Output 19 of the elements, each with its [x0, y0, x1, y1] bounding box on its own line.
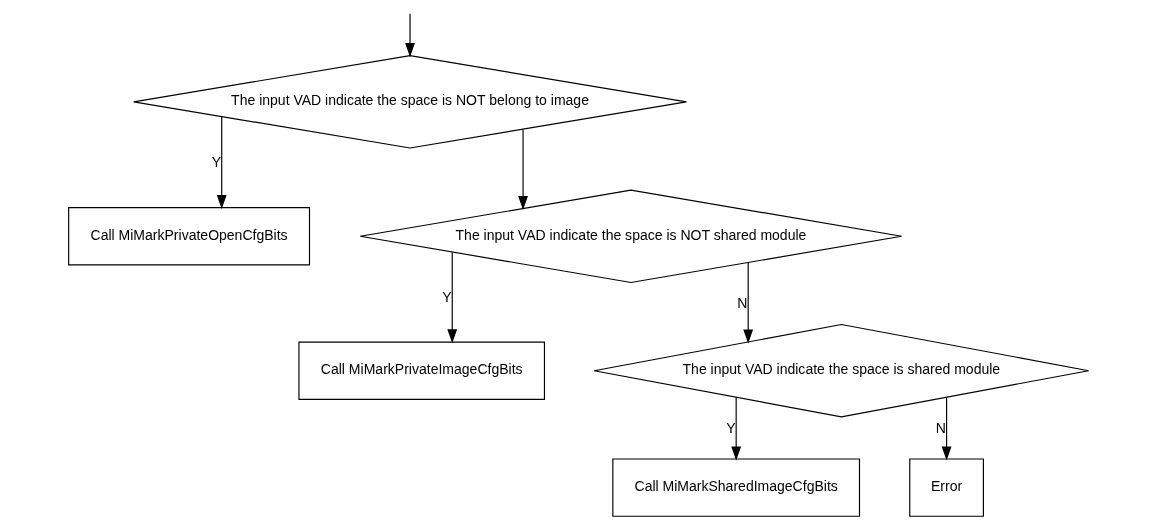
node-box: Call MiMarkSharedImageCfgBits [612, 458, 861, 517]
arrow [405, 13, 415, 57]
arrow [216, 116, 227, 209]
node-box: Call MiMarkPrivateOpenCfgBits [68, 207, 311, 266]
node-diamond: The input VAD indicate the space is NOT belong to image [133, 55, 687, 149]
arrow [518, 128, 528, 211]
arrow [941, 396, 952, 461]
node-box: Call MiMarkPrivateImageCfgBits [298, 341, 546, 400]
arrow [731, 396, 742, 461]
node-diamond: The input VAD indicate the space is shared module [593, 323, 1090, 418]
edge-label: N [935, 420, 946, 437]
edge-label: Y [442, 289, 452, 306]
node-box: Error [909, 458, 984, 517]
node-diamond: The input VAD indicate the space is NOT shared module [359, 189, 903, 284]
edge-label: N [737, 294, 748, 311]
edge-label: Y [726, 420, 736, 437]
edge-label: Y [211, 154, 222, 171]
arrow [743, 261, 754, 344]
arrow [447, 251, 458, 344]
